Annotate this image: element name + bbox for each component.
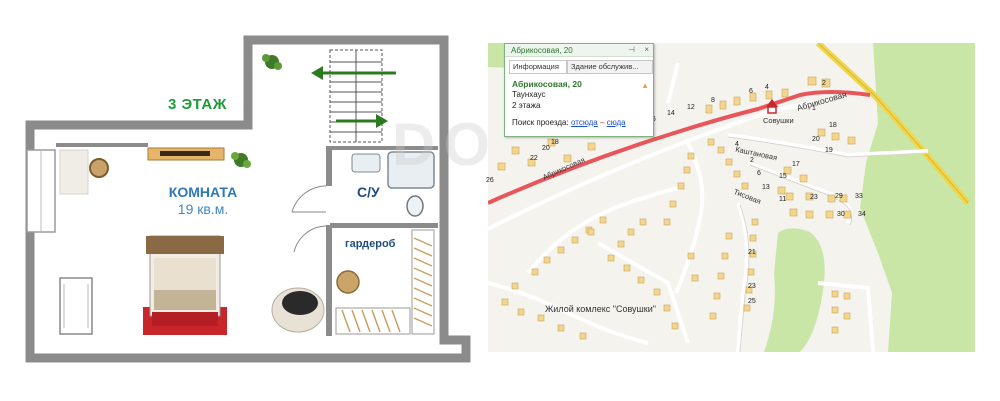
- house-number: 15: [779, 173, 787, 180]
- forest-area: [860, 43, 975, 352]
- house-number: 1: [812, 105, 816, 112]
- buildings: [497, 76, 856, 340]
- toilet: [406, 195, 424, 217]
- door-arc: [293, 225, 327, 253]
- house-number: 18: [829, 122, 837, 129]
- armchair: [89, 158, 109, 178]
- house-number: 11: [779, 196, 787, 203]
- house-number: 4: [765, 84, 769, 91]
- crib: [59, 277, 93, 335]
- close-icon[interactable]: ×: [644, 45, 649, 54]
- house-number: 6: [757, 170, 761, 177]
- complex-label: Жилой комлекс "Совушки": [545, 304, 656, 314]
- house-number: 18: [551, 139, 559, 146]
- house-number: 2: [750, 157, 754, 164]
- interior-wall: [326, 146, 332, 186]
- house-number: 19: [825, 147, 833, 154]
- house-number: 2: [822, 80, 826, 87]
- house-marker-icon[interactable]: [766, 99, 778, 114]
- route-label: Поиск проезда:: [512, 118, 569, 127]
- popup-title: Абрикосовая, 20: [511, 46, 573, 55]
- house-number: 6: [749, 88, 753, 95]
- house-number: 13: [762, 184, 770, 191]
- route-search: Поиск проезда: отсюда – сюда: [512, 118, 626, 127]
- wardrobe-hangers: [341, 309, 401, 333]
- house-number: 34: [858, 211, 866, 218]
- popup-body: Абрикосовая, 20 Таунхаус 2 этажа: [512, 79, 650, 111]
- route-separator: –: [600, 118, 605, 127]
- room-name-label: КОМНАТА: [168, 184, 238, 200]
- staircase: [329, 49, 383, 143]
- building-type: Таунхаус: [512, 90, 546, 99]
- lounge-chair: [271, 287, 325, 333]
- house-number: 22: [530, 155, 538, 162]
- bathtub: [387, 151, 435, 189]
- room-name: КОМНАТА 19 кв.м.: [148, 184, 258, 218]
- sink: [351, 153, 381, 173]
- pin-icon[interactable]: ⊣: [628, 45, 635, 54]
- tab-information[interactable]: Информация: [509, 60, 567, 74]
- house-number: 20: [542, 145, 550, 152]
- bed: [143, 235, 227, 335]
- house-number: 12: [687, 104, 695, 111]
- house-number: 14: [667, 110, 675, 117]
- house-number: 25: [748, 298, 756, 305]
- tab-building-service[interactable]: Здание обслужив...: [567, 60, 653, 74]
- pouf: [336, 270, 360, 294]
- house-number: 30: [837, 211, 845, 218]
- route-line: [488, 90, 871, 205]
- door-arc: [291, 185, 327, 213]
- house-number: 33: [855, 193, 863, 200]
- interior-wall: [56, 143, 148, 147]
- house-number: 29: [835, 193, 843, 200]
- wardrobe-label: гардероб: [345, 238, 396, 250]
- interior-wall: [326, 225, 332, 336]
- building-name: Абрикосовая, 20: [512, 79, 582, 89]
- house-number: 23: [748, 283, 756, 290]
- wardrobe-hangers: [413, 237, 433, 327]
- highway-edge: [817, 43, 969, 204]
- arrow-left-icon: [311, 66, 396, 80]
- house-number: 21: [748, 249, 756, 256]
- arrow-right-icon: [336, 114, 388, 128]
- interior-wall: [330, 223, 438, 228]
- house-number: 17: [792, 161, 800, 168]
- floor-plan: [25, 35, 471, 363]
- interior-wall: [330, 146, 438, 150]
- room-area-label: 19 кв.м.: [177, 201, 229, 217]
- bathroom-label: С/У: [357, 184, 380, 200]
- plant-icon: [231, 152, 251, 168]
- popup-header: Абрикосовая, 20 ⊣ ×: [505, 44, 653, 57]
- house-number: 20: [812, 136, 820, 143]
- house-number: 4: [735, 141, 739, 148]
- plant-icon: [262, 54, 282, 70]
- route-from-link[interactable]: отсюда: [570, 118, 598, 127]
- warning-icon: ▲: [641, 81, 649, 90]
- route-to-link[interactable]: сюда: [606, 118, 626, 127]
- streets: [488, 62, 929, 352]
- rug: [59, 149, 89, 195]
- forest-area: [764, 228, 825, 352]
- floor-label: 3 ЭТАЖ: [168, 96, 227, 113]
- house-number: 26: [486, 177, 494, 184]
- street-label-sovushki: Совушки: [763, 116, 794, 125]
- shelf-top: [160, 151, 210, 156]
- house-number: 23: [810, 194, 818, 201]
- info-popup[interactable]: Абрикосовая, 20 ⊣ × Информация Здание об…: [504, 43, 654, 137]
- house-number: 8: [711, 97, 715, 104]
- building-floors: 2 этажа: [512, 101, 541, 110]
